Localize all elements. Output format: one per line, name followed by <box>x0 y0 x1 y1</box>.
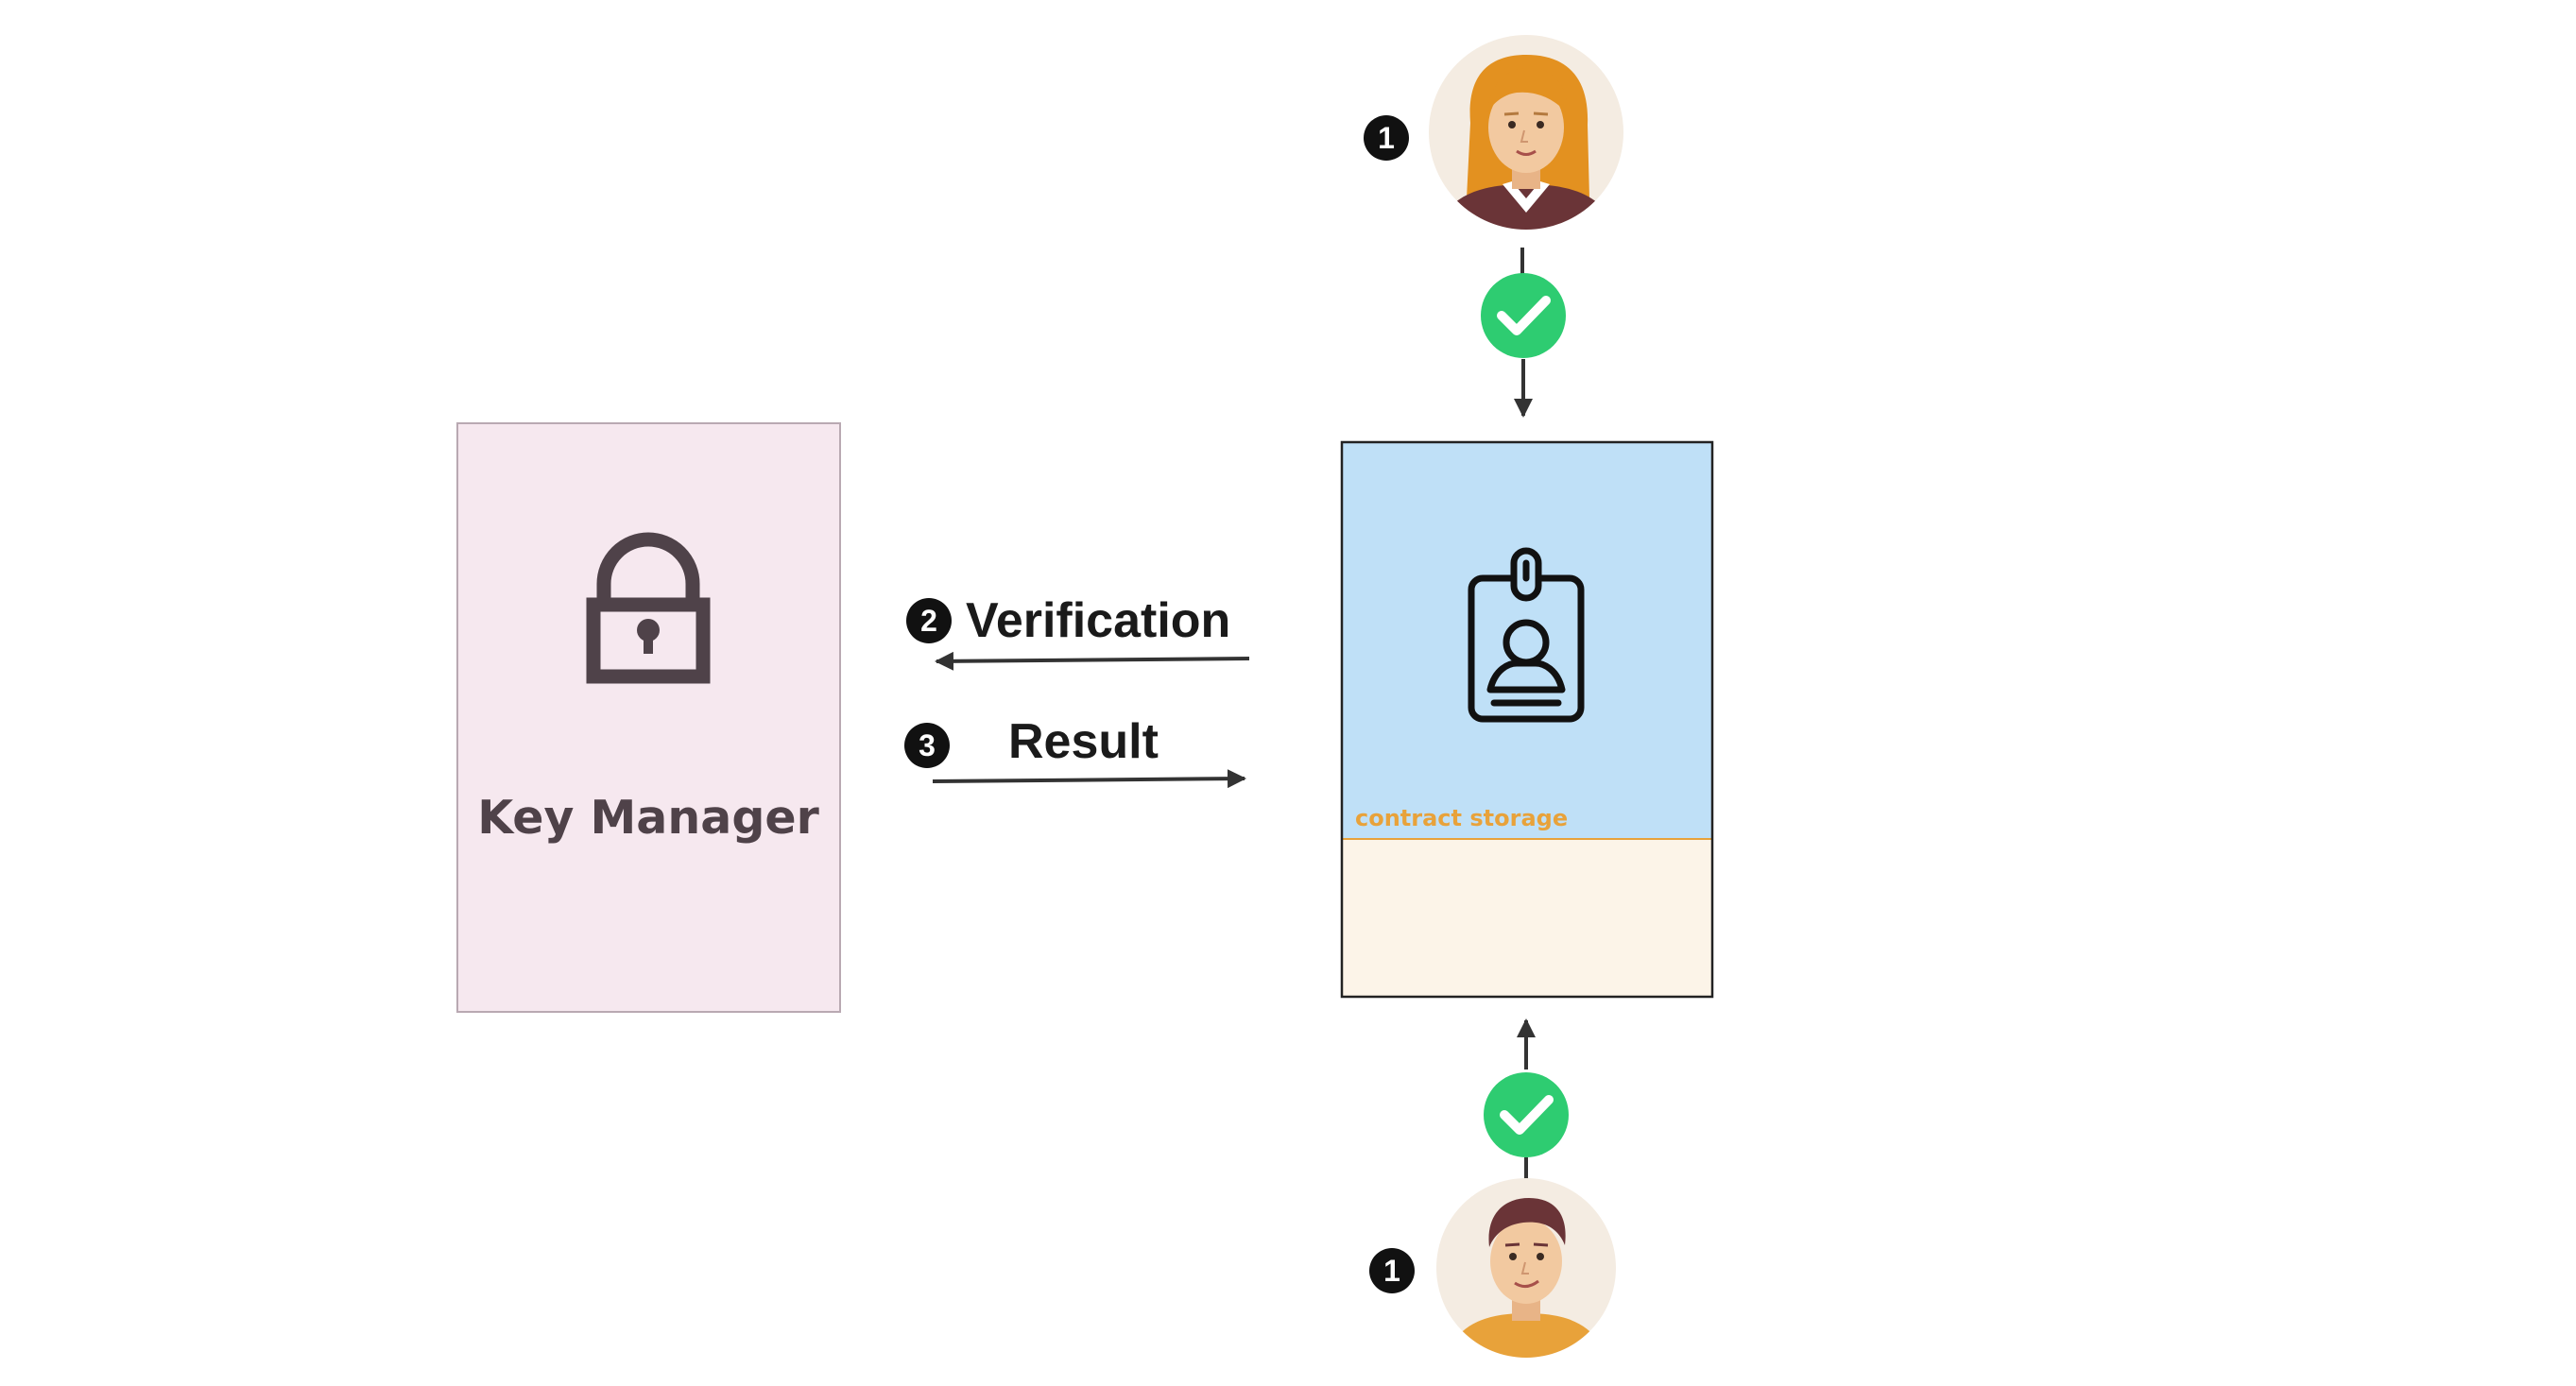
contract-box: contract storage <box>1340 440 1714 999</box>
man-avatar-icon <box>1436 1178 1616 1358</box>
verification-edge: 2 Verification <box>906 593 1250 671</box>
contract-storage-panel <box>1342 839 1712 997</box>
padlock-icon <box>586 532 711 684</box>
contract-storage-label: contract storage <box>1355 805 1568 831</box>
contract-top-panel <box>1342 442 1712 839</box>
result-arrow <box>932 769 1246 789</box>
step-3-number: 3 <box>919 728 936 762</box>
key-manager-panel <box>456 422 841 1013</box>
check-icon-top <box>1481 273 1566 358</box>
bottom-user: 1 <box>1369 1018 1616 1358</box>
step-1-badge-top <box>1364 115 1409 161</box>
key-manager-box: Key Manager <box>456 422 841 1013</box>
step-3-badge <box>904 723 950 768</box>
step-2-badge <box>906 598 952 643</box>
result-edge: 3 Result <box>904 714 1246 789</box>
key-manager-label: Key Manager <box>477 791 819 845</box>
woman-avatar-icon <box>1429 35 1623 230</box>
verification-arrow <box>935 651 1250 671</box>
top-user: 1 <box>1364 35 1623 418</box>
step-2-number: 2 <box>920 604 937 638</box>
step-1-number-bottom: 1 <box>1383 1254 1400 1288</box>
step-1-number-top: 1 <box>1378 121 1395 155</box>
check-icon-bottom <box>1484 1072 1569 1157</box>
step-1-badge-bottom <box>1369 1248 1415 1293</box>
verification-label: Verification <box>966 593 1230 648</box>
id-badge-icon <box>1468 547 1585 723</box>
result-label: Result <box>1008 714 1159 769</box>
